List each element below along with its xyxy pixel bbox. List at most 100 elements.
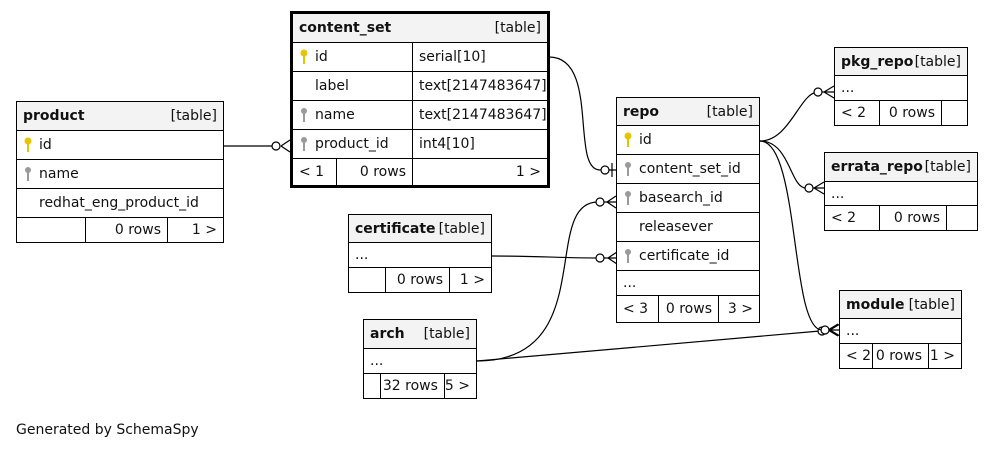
footer-rows: 32 rows: [381, 374, 445, 398]
footer-children: 3 >: [727, 301, 753, 317]
table-arch[interactable]: arch [table] ... 32 rows 5 >: [363, 319, 477, 399]
column-row[interactable]: id serial[10]: [293, 43, 547, 72]
footer-parents: [17, 218, 86, 242]
footer-rows: 0 rows: [873, 344, 929, 368]
foreign-key-icon: [617, 184, 639, 212]
column-name: id: [39, 137, 52, 153]
table-footer: < 2 0 rows: [835, 101, 967, 125]
table-header: module [table]: [840, 291, 961, 319]
column-row[interactable]: ...: [835, 76, 967, 101]
footer-rows: 0 rows: [880, 101, 942, 125]
column-row[interactable]: ...: [349, 243, 491, 268]
table-module[interactable]: module [table] ... < 2 0 rows 1 >: [839, 290, 962, 369]
column-name: id: [639, 132, 652, 148]
more-columns: ...: [355, 247, 369, 263]
column-row[interactable]: id: [617, 126, 759, 155]
column-row[interactable]: name: [17, 160, 223, 189]
column-name: name: [315, 101, 413, 129]
column-row[interactable]: redhat_eng_product_id: [17, 189, 223, 218]
column-name: content_set_id: [639, 161, 741, 177]
more-columns: ...: [623, 275, 637, 291]
foreign-key-icon: [293, 101, 315, 129]
table-type: [table]: [914, 53, 961, 70]
table-type: [table]: [494, 20, 541, 36]
column-row[interactable]: releasever: [617, 213, 759, 242]
table-footer: < 2 0 rows: [825, 206, 977, 230]
column-name: product_id: [315, 130, 413, 158]
column-name: certificate_id: [639, 248, 730, 264]
edge-certificate-repo: [491, 251, 618, 265]
footer-rows: 0 rows: [880, 206, 947, 230]
footer-parents: [364, 374, 381, 398]
column-row[interactable]: basearch_id: [617, 184, 759, 213]
column-row[interactable]: content_set_id: [617, 155, 759, 184]
column-name: releasever: [639, 219, 713, 235]
column-type: text[2147483647]: [419, 78, 547, 94]
table-name: module: [846, 296, 905, 313]
footer-children: 5 >: [444, 378, 470, 394]
table-header: content_set [table]: [293, 14, 547, 43]
table-header: repo [table]: [617, 98, 759, 126]
edge-product-content-set: [224, 139, 291, 153]
footer-parents: < 3: [617, 296, 659, 322]
table-type: [table]: [170, 108, 217, 124]
footer-parents: < 2: [840, 344, 873, 368]
foreign-key-icon: [293, 130, 315, 158]
column-row[interactable]: ...: [617, 271, 759, 296]
table-pkg-repo[interactable]: pkg_repo [table] ... < 2 0 rows: [834, 47, 968, 126]
footer-parents: [349, 268, 386, 292]
edge-arch-module: [476, 323, 839, 362]
table-name: repo: [623, 103, 660, 120]
table-header: arch [table]: [364, 320, 476, 349]
column-name: redhat_eng_product_id: [39, 195, 199, 211]
edge-arch-repo: [476, 195, 617, 362]
no-key-slot: [293, 72, 315, 100]
column-row[interactable]: product_id int4[10]: [293, 130, 547, 159]
no-key-slot: [17, 189, 39, 217]
column-row[interactable]: ...: [840, 319, 961, 344]
footer-parents: < 1: [293, 159, 337, 185]
footer-rows: 0 rows: [337, 159, 413, 185]
table-certificate[interactable]: certificate [table] ... 0 rows 1 >: [348, 214, 492, 293]
column-row[interactable]: name text[2147483647]: [293, 101, 547, 130]
primary-key-icon: [293, 43, 315, 71]
foreign-key-icon: [17, 160, 39, 188]
table-footer: < 1 0 rows 1 >: [293, 159, 547, 185]
table-footer: 32 rows 5 >: [364, 374, 476, 398]
column-row[interactable]: ...: [825, 182, 977, 206]
foreign-key-icon: [617, 242, 639, 270]
table-errata-repo[interactable]: errata_repo [table] ... < 2 0 rows: [824, 152, 978, 231]
table-header: product [table]: [17, 102, 223, 131]
table-header: certificate [table]: [349, 215, 491, 243]
column-row[interactable]: certificate_id: [617, 242, 759, 271]
footer-parents: < 2: [835, 101, 880, 125]
table-repo[interactable]: repo [table] id content_set_id basearch_…: [616, 97, 760, 323]
edge-repo-pkg-repo: [759, 85, 835, 142]
table-header: errata_repo [table]: [825, 153, 977, 182]
footer-children: 1 >: [515, 164, 541, 180]
edge-content-set-repo: [548, 56, 616, 171]
table-content-set[interactable]: content_set [table] id serial[10] label …: [290, 11, 550, 188]
no-key-slot: [617, 213, 639, 241]
table-footer: 0 rows 1 >: [349, 268, 491, 292]
foreign-key-icon: [617, 155, 639, 183]
more-columns: ...: [846, 323, 860, 339]
footer-rows: 0 rows: [86, 218, 168, 242]
table-type: [table]: [423, 326, 470, 342]
column-row[interactable]: id: [17, 131, 223, 160]
table-type: [table]: [908, 296, 955, 313]
table-name: pkg_repo: [841, 53, 914, 70]
table-product[interactable]: product [table] id name redhat_eng_produ…: [16, 101, 224, 243]
table-name: product: [23, 108, 85, 124]
table-name: content_set: [299, 20, 392, 36]
table-name: certificate: [355, 220, 436, 237]
generated-by-label: Generated by SchemaSpy: [16, 422, 199, 438]
more-columns: ...: [841, 80, 855, 96]
column-name: id: [315, 43, 413, 71]
column-row[interactable]: ...: [364, 349, 476, 374]
column-row[interactable]: label text[2147483647]: [293, 72, 547, 101]
column-type: text[2147483647]: [419, 107, 547, 123]
primary-key-icon: [17, 131, 39, 159]
table-footer: < 3 0 rows 3 >: [617, 296, 759, 322]
table-footer: < 2 0 rows 1 >: [840, 344, 961, 368]
